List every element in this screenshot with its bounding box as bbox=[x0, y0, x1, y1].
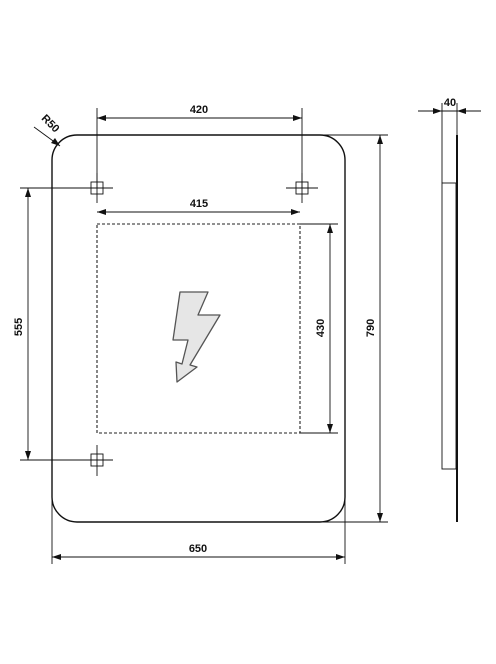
panel-outline bbox=[51, 134, 346, 523]
side-view bbox=[441, 135, 458, 522]
side-view-heater-body bbox=[441, 182, 457, 470]
dimension-650: 650 bbox=[51, 500, 346, 564]
dimension-650-label: 650 bbox=[189, 543, 207, 555]
heating-area-outline bbox=[96, 223, 301, 434]
dimension-420-label: 420 bbox=[190, 104, 208, 116]
dimension-40: 40 bbox=[418, 97, 481, 183]
dimension-430-label: 430 bbox=[315, 319, 327, 337]
dimension-420: 420 bbox=[96, 104, 303, 188]
mount-point-top-left bbox=[80, 173, 113, 203]
dimension-r50-label: R50 bbox=[39, 112, 62, 135]
dimension-790: 790 bbox=[322, 134, 388, 523]
dimension-555-label: 555 bbox=[13, 318, 25, 336]
dimension-r50: R50 bbox=[33, 112, 62, 147]
dimension-555: 555 bbox=[13, 187, 80, 461]
lightning-bolt-icon bbox=[172, 291, 221, 383]
mount-point-bottom-left bbox=[80, 445, 113, 476]
dimension-415: 415 bbox=[97, 198, 300, 215]
dimension-430: 430 bbox=[300, 223, 338, 434]
dimension-40-label: 40 bbox=[444, 97, 456, 109]
dimension-790-label: 790 bbox=[365, 319, 377, 337]
dimension-415-label: 415 bbox=[190, 198, 208, 210]
